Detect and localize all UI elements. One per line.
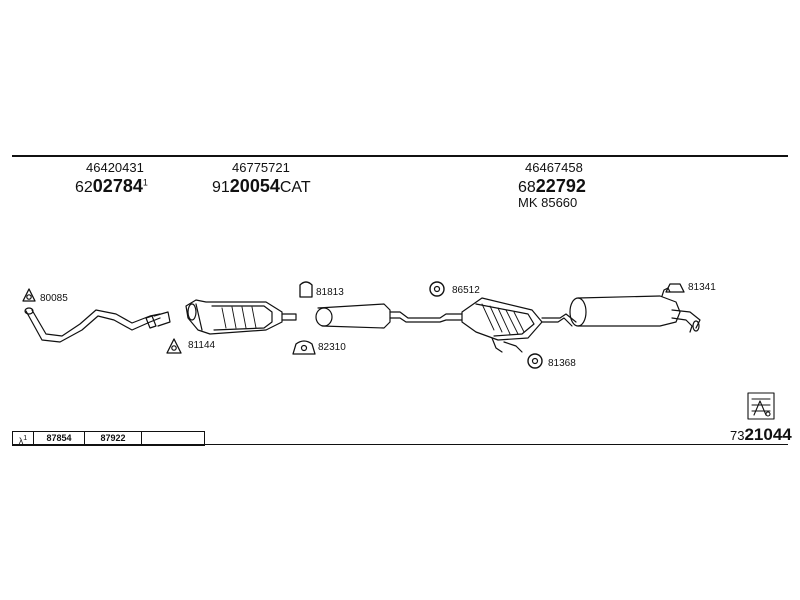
header-part-1-number: 02784 [92,176,143,196]
header-part-1-prefix: 62 [75,179,93,196]
header-part-2-suffix: CAT [279,179,311,196]
part-label-82310: 82310 [318,342,346,353]
header-part-3-prefix: 68 [518,179,536,196]
part-label-81144: 81144 [188,340,216,351]
header-part-3-number: 22792 [535,176,586,196]
bottom-rule [12,444,788,445]
center-muffler-drawing [315,303,463,329]
front-pipe-drawing [24,307,171,343]
middle-silencer-drawing [461,297,577,353]
header-part-1: 62027841 [75,176,148,197]
part-label-86512: 86512 [452,285,480,296]
part-label-81341: 81341 [688,282,716,293]
kit-number: 7321044 [730,425,792,445]
bracket-81341-icon [665,283,685,293]
kit-number-prefix: 73 [730,428,745,443]
rubber-mount-81368-icon [527,353,543,369]
lambda-cell-1: 87854 [34,432,85,445]
lambda-symbol: λ [18,436,24,446]
header-part-1-suffix: 1 [142,177,148,188]
header-oem-3: 46467458 [525,160,583,175]
hanger-81813-icon [299,281,313,298]
part-label-81813: 81813 [316,287,344,298]
header-part-2: 9120054CAT [212,176,311,197]
part-label-80085: 80085 [40,293,68,304]
kit-box-icon [747,392,775,420]
kit-number-main: 21044 [744,425,792,444]
header-oem-1: 46420431 [86,160,144,175]
lambda-cell: λ1 [13,432,34,446]
clamp-80085-icon [22,288,36,302]
lambda-sup: 1 [23,435,28,442]
rubber-mount-86512-icon [429,281,445,297]
top-rule [12,155,788,157]
catalytic-converter-drawing [185,299,297,335]
header-part-2-number: 20054 [229,176,280,196]
clamp-82310-icon [292,340,316,355]
part-label-81368: 81368 [548,358,576,369]
header-oem-2: 46775721 [232,160,290,175]
header-part-3: 6822792 [518,176,586,197]
rear-silencer-drawing [569,287,701,333]
lambda-table: λ1 87854 87922 [12,431,205,446]
header-part-2-prefix: 91 [212,179,230,196]
header-mk-label: MK 85660 [518,195,578,210]
gasket-81144-icon [166,338,182,354]
lambda-cell-2: 87922 [85,432,142,445]
